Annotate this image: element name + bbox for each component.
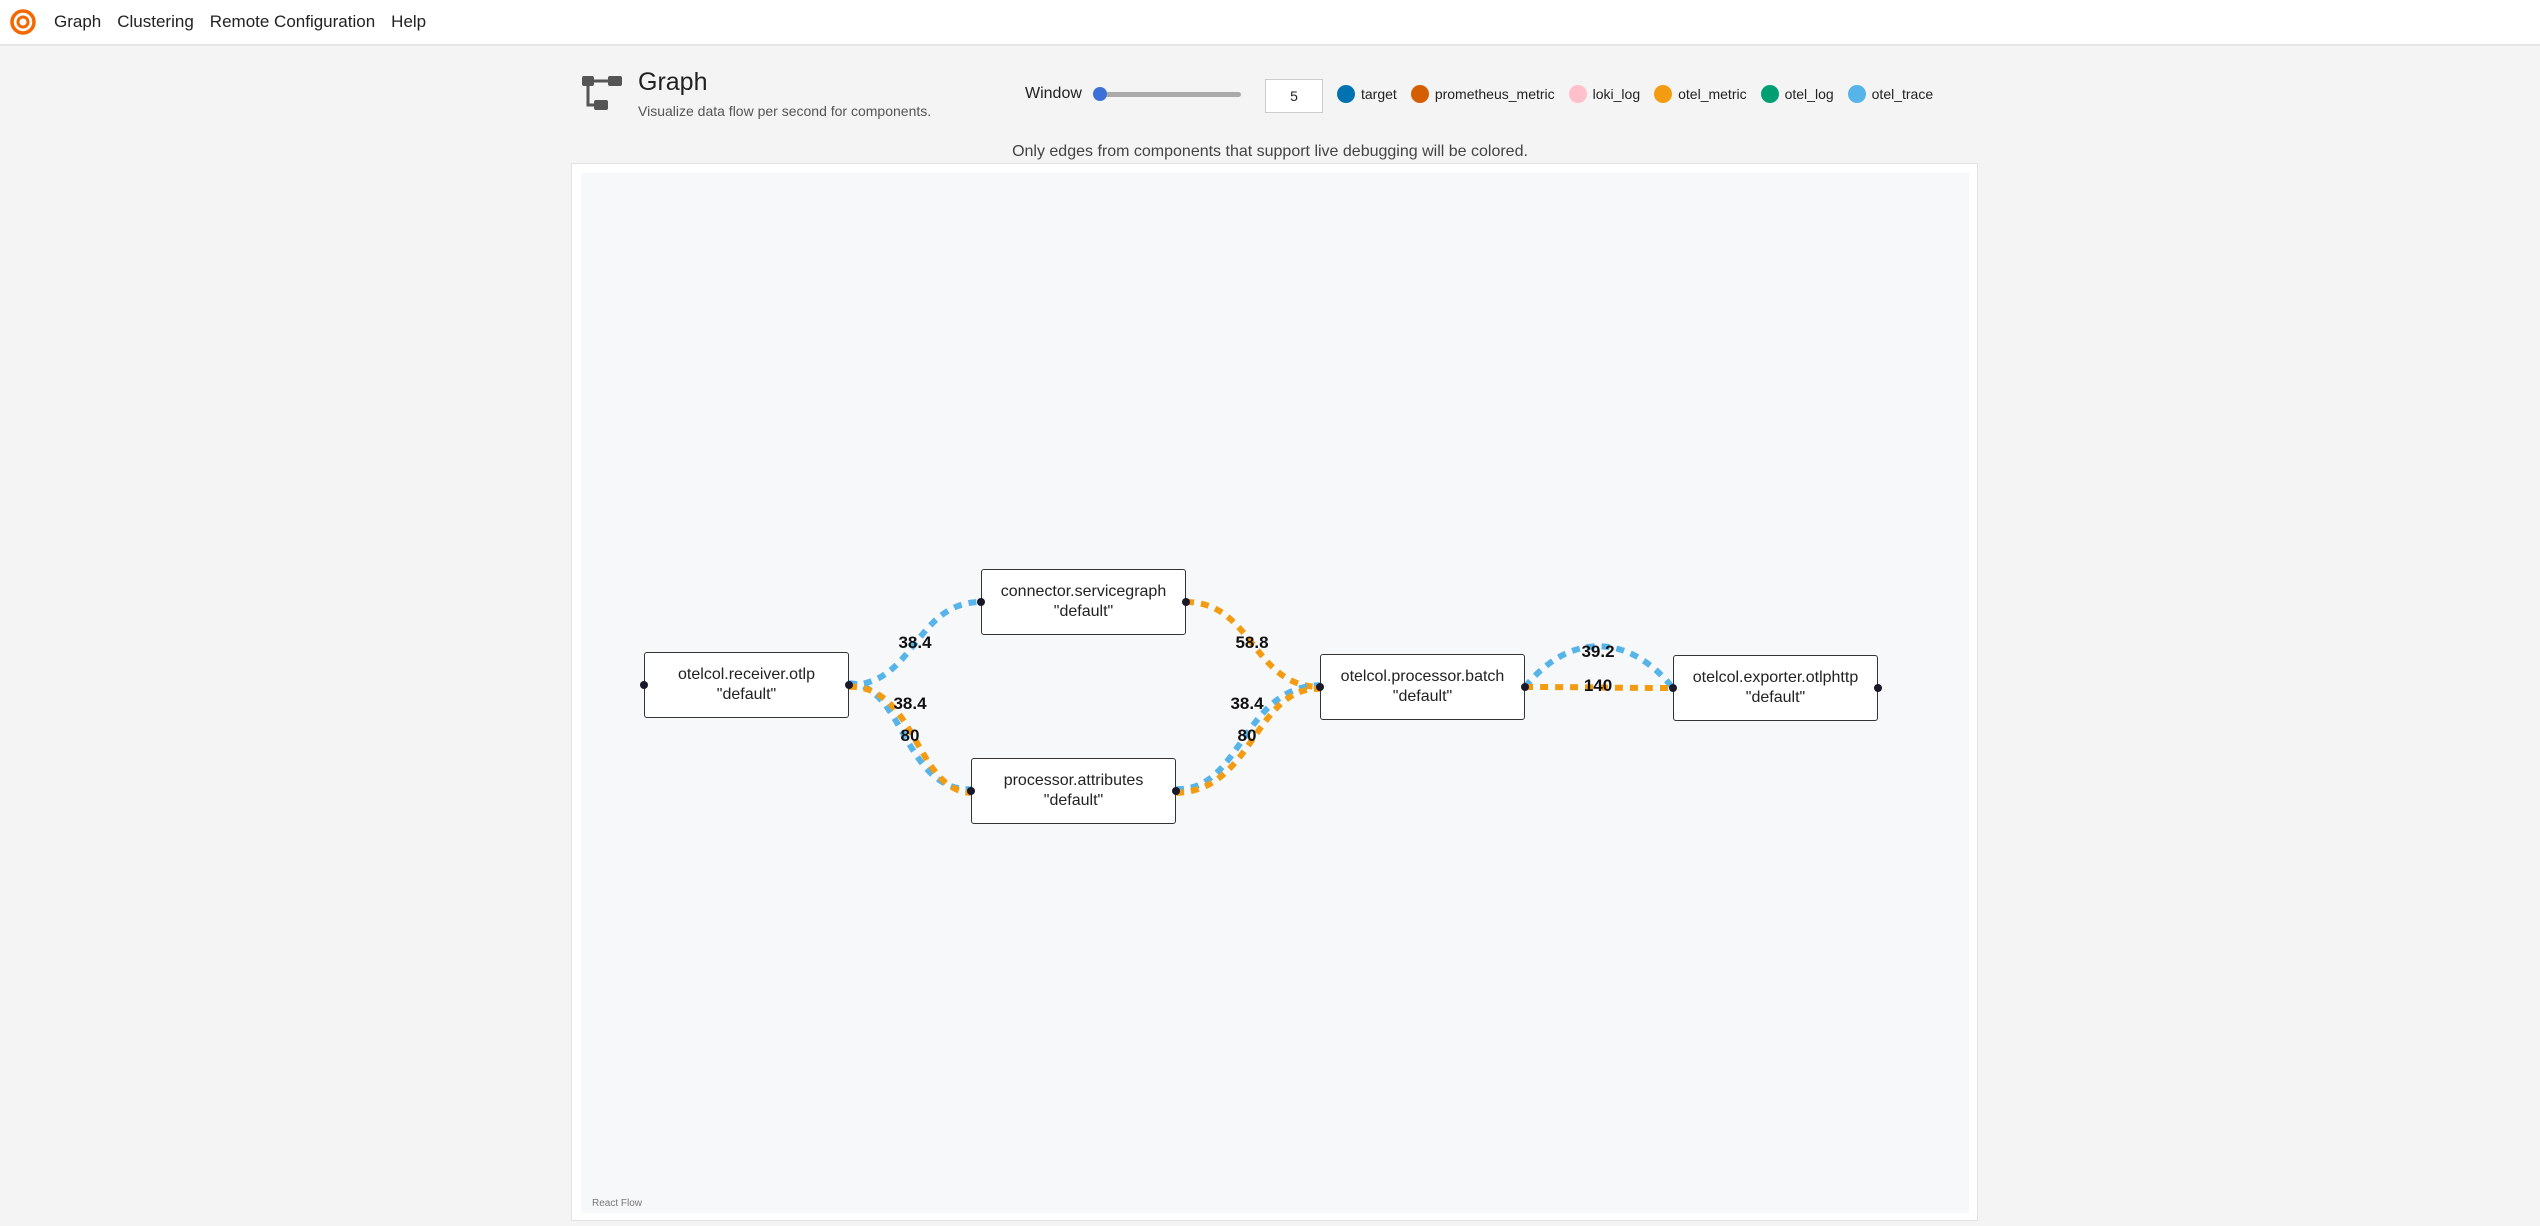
edge-label: 80 [900,726,920,745]
input-handle[interactable] [967,787,975,795]
output-handle[interactable] [1172,787,1180,795]
edge-label: 140 [1583,676,1613,695]
legend: target prometheus_metric loki_log otel_metr… [1337,85,1947,103]
legend-item-otel_metric: otel_metric [1654,85,1747,103]
legend-label: loki_log [1592,86,1641,102]
edge-label: 38.4 [1230,694,1264,713]
window-slider[interactable] [1093,87,1241,101]
output-handle[interactable] [845,681,853,689]
window-input[interactable]: 5 [1265,79,1323,113]
edge-label: 39.2 [1581,642,1615,661]
edge-connector-batch-otel_metric[interactable] [1185,599,1321,690]
edge-label: 58.8 [1235,633,1269,652]
legend-item-target: target [1337,85,1397,103]
input-handle[interactable] [977,598,985,606]
graph-icon [582,76,622,110]
nav-help[interactable]: Help [391,12,427,31]
legend-swatch [1568,85,1587,103]
node-receiver[interactable]: otelcol.receiver.otlp "default" [640,652,853,718]
node-label: "default" [1745,689,1806,706]
top-nav: Graph Clustering Remote Configuration He… [0,0,2540,46]
react-flow-attribution[interactable]: React Flow [592,1198,643,1209]
node-attributes[interactable]: processor.attributes "default" [967,758,1180,824]
page-subtitle: Visualize data flow per second for compo… [638,103,932,119]
live-debug-note: Only edges from components that support … [1012,143,1528,160]
edge-label: 80 [1237,726,1257,745]
legend-item-otel_log: otel_log [1760,85,1834,103]
node-name: otelcol.receiver.otlp [678,666,815,683]
edge-attributes-batch-otel_metric[interactable] [1175,685,1321,796]
legend-label: otel_metric [1678,86,1747,102]
legend-item-prometheus_metric: prometheus_metric [1410,85,1555,103]
graph-canvas[interactable]: React Flow otelcol.receiver.otlp "default… [581,173,1969,1213]
input-handle[interactable] [640,681,648,689]
legend-label: otel_trace [1871,86,1934,102]
output-handle[interactable] [1521,683,1529,691]
legend-item-loki_log: loki_log [1568,85,1641,103]
output-handle[interactable] [1874,684,1882,692]
node-label: "default" [1392,688,1453,705]
node-connector[interactable]: connector.servicegraph "default" [977,569,1190,635]
output-handle[interactable] [1182,598,1190,606]
node-name: otelcol.processor.batch [1340,668,1505,685]
node-exporter[interactable]: otelcol.exporter.otlphttp "default" [1669,655,1882,721]
nav-remote-configuration[interactable]: Remote Configuration [209,12,376,31]
edge-label: 38.4 [898,633,932,652]
node-batch[interactable]: otelcol.processor.batch "default" [1316,654,1529,720]
legend-swatch [1337,85,1355,103]
legend-swatch [1410,85,1429,103]
node-name: processor.attributes [1003,772,1144,789]
edge-batch-exporter-otel_trace[interactable] [1522,643,1676,690]
legend-swatch [1847,85,1866,103]
legend-item-otel_trace: otel_trace [1847,85,1934,103]
window-label: Window [1025,85,1082,102]
page-title: Graph [638,68,708,96]
legend-label: otel_log [1784,86,1834,102]
edge-attributes-batch-otel_trace[interactable] [1175,682,1321,793]
edge-label: 38.4 [893,694,927,713]
legend-swatch [1760,85,1779,103]
graph-panel: React Flow otelcol.receiver.otlp "default… [571,163,1978,1221]
legend-label: target [1361,86,1397,102]
nav-clustering[interactable]: Clustering [117,12,194,31]
slider-thumb[interactable] [1093,87,1107,101]
legend-swatch [1654,85,1673,103]
logo-icon[interactable] [10,9,36,35]
legend-label: prometheus_metric [1434,86,1555,102]
edge-receiver-connector-otel_trace[interactable] [848,599,982,688]
input-handle[interactable] [1669,684,1677,692]
edge-batch-exporter-otel_metric[interactable] [1524,684,1674,691]
node-name: otelcol.exporter.otlphttp [1692,669,1859,686]
node-name: connector.servicegraph [1000,583,1167,600]
nav-graph[interactable]: Graph [54,12,102,31]
edge-receiver-attributes-otel_metric[interactable] [848,683,972,796]
edges-layer [848,599,1676,796]
node-label: "default" [1043,792,1104,809]
node-label: "default" [716,686,777,703]
input-handle[interactable] [1316,683,1324,691]
node-label: "default" [1053,603,1114,620]
